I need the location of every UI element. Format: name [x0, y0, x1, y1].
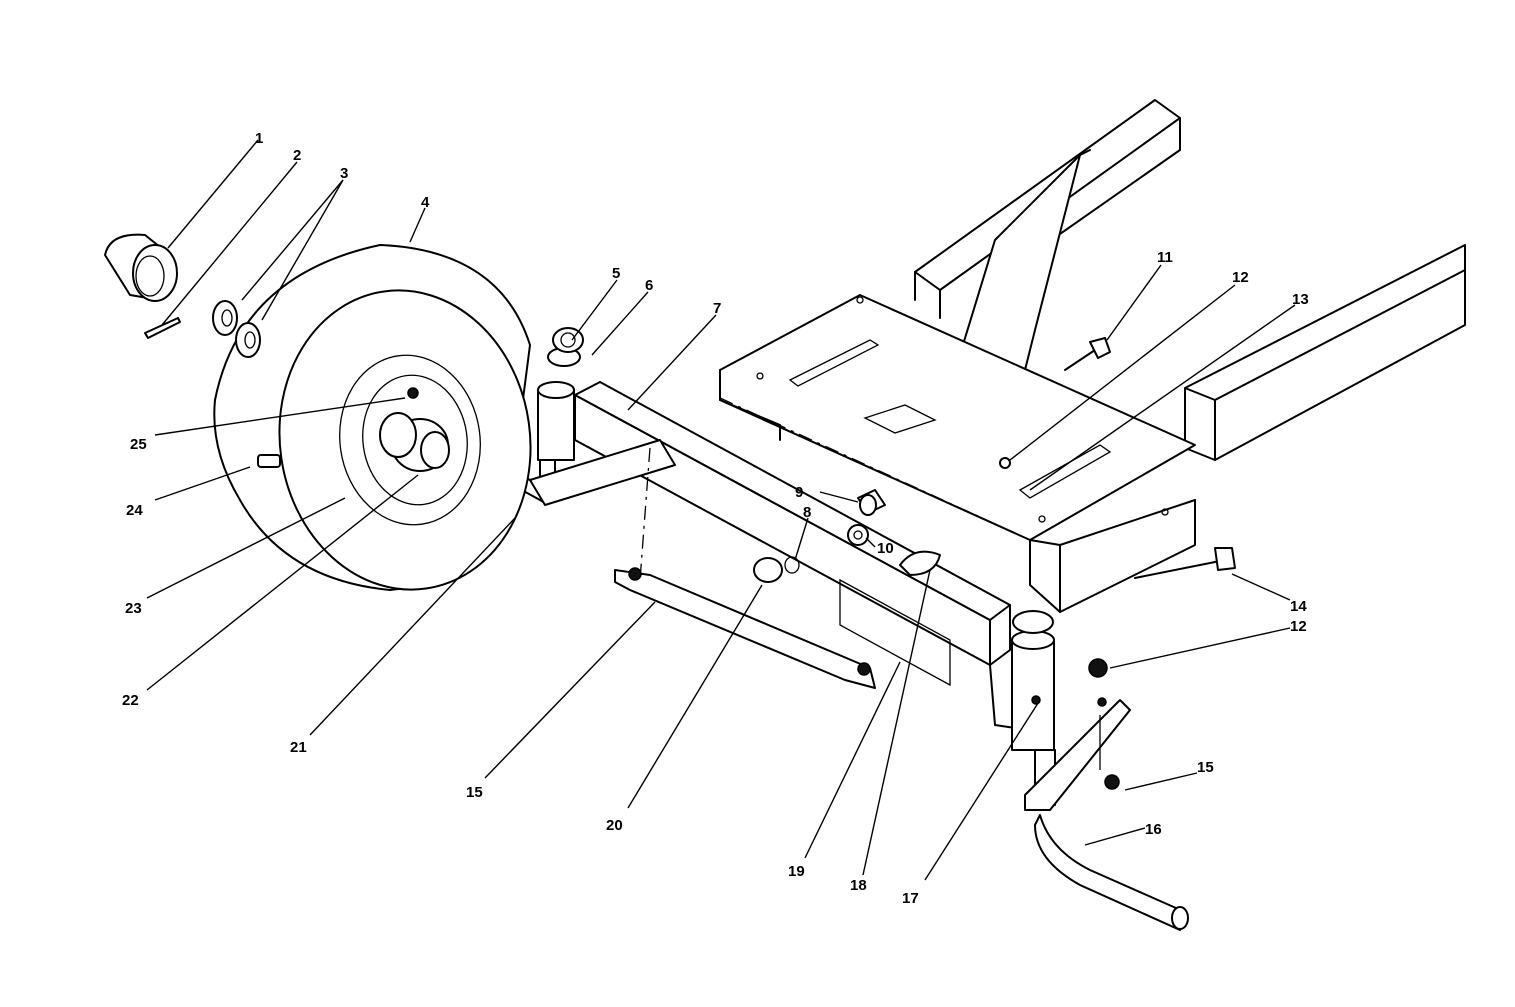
callout-6: 6 — [645, 277, 653, 294]
callout-2: 2 — [293, 147, 301, 164]
king-pin-bushing — [552, 327, 584, 353]
callout-20: 20 — [606, 817, 623, 834]
callout-8: 8 — [803, 504, 811, 521]
callout-15a: 15 — [466, 784, 483, 801]
leader-lines — [146, 139, 1296, 881]
bushing-9 — [857, 489, 886, 516]
right-spindle — [1011, 610, 1189, 931]
callout-24: 24 — [126, 502, 143, 519]
callout-14: 14 — [1290, 598, 1307, 615]
frame-rails — [914, 99, 1466, 461]
callout-1: 1 — [255, 130, 263, 147]
cotter-pin — [144, 317, 181, 339]
callout-16: 16 — [1145, 821, 1162, 838]
callout-22: 22 — [122, 692, 139, 709]
callout-23: 23 — [125, 600, 142, 617]
chassis-plate — [719, 294, 1196, 613]
callout-12b: 12 — [1290, 618, 1307, 635]
tie-rod-bolt-11 — [1064, 337, 1111, 371]
callout-12a: 12 — [1232, 269, 1249, 286]
callout-18: 18 — [850, 877, 867, 894]
callout-15b: 15 — [1197, 759, 1214, 776]
callout-10: 10 — [877, 540, 894, 557]
callout-11: 11 — [1157, 249, 1173, 266]
nut-10 — [847, 524, 869, 546]
nut-12 — [999, 457, 1108, 678]
pivot-pin-18 — [899, 550, 941, 576]
hub-cap — [104, 233, 178, 302]
callout-19: 19 — [788, 863, 805, 880]
ball-joint-20 — [753, 556, 800, 583]
callout-4: 4 — [421, 194, 430, 211]
callout-13: 13 — [1292, 291, 1309, 308]
callout-5: 5 — [612, 265, 620, 282]
callout-17: 17 — [902, 890, 919, 907]
washers — [212, 300, 261, 358]
wheel-assembly — [213, 244, 532, 591]
tie-rod — [614, 567, 876, 689]
callout-25: 25 — [130, 436, 147, 453]
callout-3: 3 — [340, 165, 348, 182]
callout-9: 9 — [795, 484, 803, 501]
callout-7: 7 — [713, 300, 721, 317]
callout-labels: 1 2 3 4 5 6 7 8 9 10 11 12 13 14 12 15 1… — [122, 130, 1309, 907]
bolt-14 — [1134, 547, 1236, 579]
callout-21: 21 — [290, 739, 307, 756]
